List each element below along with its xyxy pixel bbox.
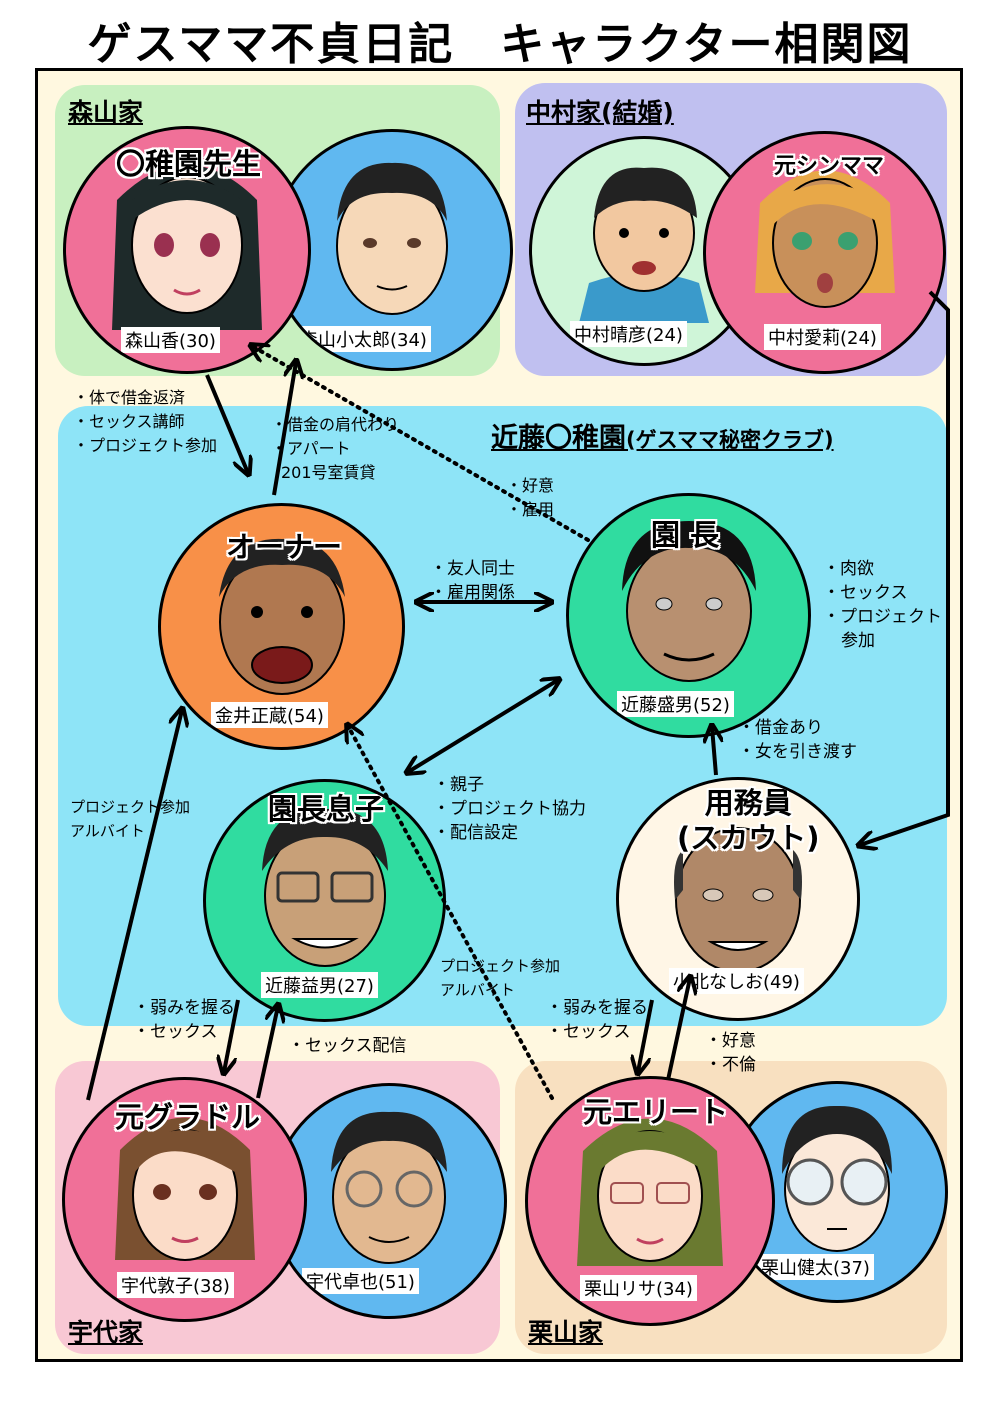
arrow-owner-kotaro (272, 362, 296, 496)
name-owner: 金井正蔵(54) (211, 702, 328, 728)
portrait-atsuko[interactable]: 元グラドル 宇代敦子(38) (62, 1077, 307, 1322)
portrait-takuya[interactable]: 宇代卓也(51) (271, 1083, 507, 1319)
face-illustration (577, 1118, 723, 1267)
arrow-son-director (408, 680, 558, 772)
name-kenta: 栗山健太(37) (757, 1254, 874, 1280)
name-son: 近藤益男(27) (261, 972, 378, 998)
group-label-kindergarten: 近藤〇稚園(ゲスママ秘密クラブ) (491, 416, 834, 455)
role-janitor-line1: 用務員 (704, 786, 792, 820)
arrow-airi-janitor (860, 290, 950, 845)
note-son-director: ・親子 ・プロジェクト協力 ・配信設定 (433, 775, 586, 843)
note-janitor-lisa: ・弱みを握る ・セックス (546, 998, 648, 1042)
name-director: 近藤盛男(52) (617, 691, 734, 717)
group-label-nakamura: 中村家(結婚) (526, 98, 674, 127)
face-illustration (331, 1112, 447, 1265)
note-takuya-son: ・セックス配信 (288, 1036, 407, 1056)
arrow-kenta-janitor (666, 978, 690, 1081)
group-label-kuriyama: 栗山家 (528, 1318, 604, 1347)
name-atsuko: 宇代敦子(38) (117, 1272, 234, 1298)
role-director: 園 長 (651, 518, 720, 552)
role-janitor: 用務員 (スカウト) (677, 786, 820, 856)
role-janitor-line2: (スカウト) (677, 820, 820, 855)
role-kaori: 〇稚園先生 (116, 147, 262, 181)
note-director-kaori: ・好意 ・雇用 (506, 476, 555, 519)
name-haruhiko: 中村晴彦(24) (570, 321, 687, 347)
name-airi: 中村愛莉(24) (764, 324, 881, 350)
arrow-son-atsuko (224, 999, 240, 1072)
kindergarten-subtitle: (ゲスママ秘密クラブ) (626, 428, 834, 452)
portrait-airi[interactable]: 元シンママ 中村愛莉(24) (703, 131, 946, 374)
face-illustration (261, 809, 388, 968)
name-kotaro: 森山小太郎(34) (296, 326, 431, 352)
face-illustration (218, 538, 345, 696)
note-kenta-janitor: ・好意 ・不倫 (705, 1031, 756, 1075)
dotted-arrow-lisa-owner (348, 726, 554, 1100)
arrow-atsuko-owner (86, 710, 182, 1101)
group-label-udai: 宇代家 (68, 1318, 144, 1347)
note-owner-kotaro: ・借金の肩代わり ・アパート 201号室賃貸 (271, 415, 400, 482)
portrait-kaori[interactable]: 〇稚園先生 森山香(30) (63, 126, 311, 374)
note-son-atsuko: ・弱みを握る ・セックス (133, 998, 235, 1042)
diagram-frame: 森山家 中村家(結婚) 近藤〇稚園(ゲスママ秘密クラブ) 宇代家 栗山家 森山小… (35, 68, 963, 1362)
kindergarten-name: 近藤〇稚園 (491, 423, 626, 454)
note-lisa-owner: プロジェクト参加 アルバイト (440, 957, 561, 999)
role-son: 園長息子 (268, 792, 385, 826)
portrait-son[interactable]: 園長息子 近藤益男(27) (203, 779, 446, 1022)
face-illustration (782, 1105, 892, 1253)
group-label-moriyama: 森山家 (68, 98, 144, 127)
face-illustration (621, 521, 756, 683)
role-owner: オーナー (226, 530, 343, 564)
arrow-janitor-director (712, 727, 716, 776)
name-takuya: 宇代卓也(51) (302, 1268, 419, 1294)
face-illustration (754, 170, 895, 309)
name-kaori: 森山香(30) (121, 327, 220, 353)
face-illustration (579, 167, 709, 323)
face-illustration (336, 162, 448, 315)
portrait-kotaro[interactable]: 森山小太郎(34) (271, 129, 513, 371)
page-title: ゲスママ不貞日記 キャラクター相関図 (87, 19, 913, 70)
name-lisa: 栗山リサ(34) (580, 1275, 697, 1301)
portrait-director[interactable]: 園 長 近藤盛男(52) (566, 493, 811, 738)
note-janitor-director: ・借金あり ・女を引き渡す (738, 718, 857, 762)
note-kaori-owner: ・体で借金返済 ・セックス講師 ・プロジェクト参加 (73, 388, 218, 455)
face-illustration (112, 165, 262, 331)
portrait-lisa[interactable]: 元エリート 栗山リサ(34) (525, 1076, 775, 1326)
dotted-arrow-director-kaori (252, 346, 590, 542)
face-illustration (114, 1117, 255, 1262)
arrow-janitor-lisa (638, 999, 654, 1072)
arrow-kaori-owner (205, 374, 248, 473)
portrait-owner[interactable]: オーナー 金井正蔵(54) (158, 503, 405, 750)
role-airi: 元シンママ (774, 154, 885, 179)
face-illustration (674, 826, 802, 973)
role-atsuko: 元グラドル (115, 1100, 261, 1134)
note-director-airi: ・肉欲 ・セックス ・プロジェクト 参加 (823, 559, 942, 651)
role-lisa: 元エリート (583, 1095, 729, 1129)
arrow-takuya-son (256, 1006, 278, 1099)
